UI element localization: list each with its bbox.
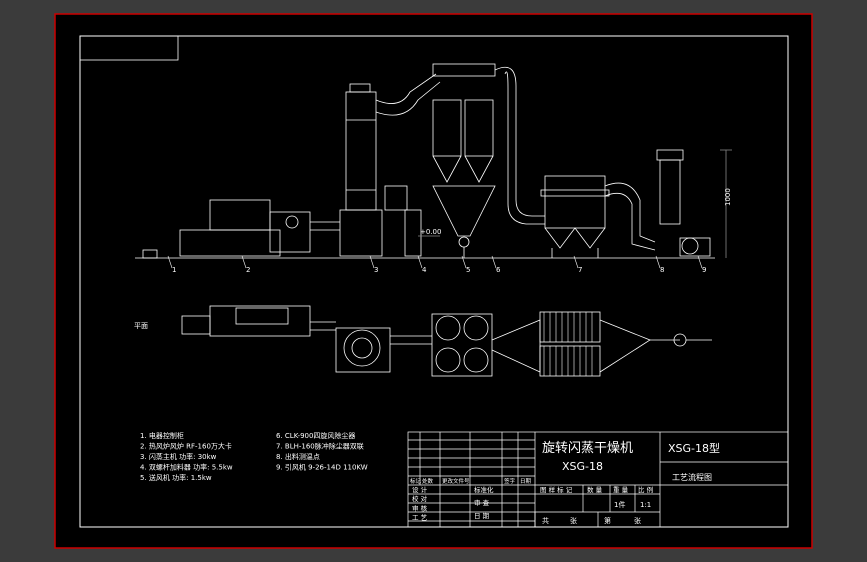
tb-row-label: 签字 [504, 477, 516, 485]
legend-item: 4. 双螺杆加料器 功率: 5.5kw [140, 463, 233, 472]
legend-item: 9. 引风机 9-26-14D 110KW [276, 463, 368, 472]
callout-leader [461, 255, 467, 269]
tb-header: 图 样 标 记 [540, 485, 573, 494]
title-block-row-labels: 标记处数更改文件号 签字日期 [410, 477, 532, 485]
tb-header: 数 量 [587, 485, 603, 494]
callout-number: 3 [374, 266, 378, 274]
callout-number: 6 [496, 266, 501, 274]
tb-left-row: 审 核 [412, 503, 428, 512]
callout-number: 9 [702, 266, 706, 274]
level-annotation: +0.00 [420, 228, 441, 236]
legend-item: 5. 送风机 功率: 1.5kw [140, 473, 212, 482]
legend-item: 2. 热风炉风炉 RF-160万大卡 [140, 442, 232, 451]
title-block-right-headers: 图 样 标 记数 量重 量比 例 [540, 485, 653, 494]
drawing-name: 工艺流程图 [672, 472, 712, 482]
callout-number: 1 [172, 266, 176, 274]
drawing-quantity: 1件 [614, 500, 625, 509]
callout-leader [241, 255, 247, 269]
tb-mid-row: 审 查 [474, 498, 490, 507]
drawing-title: 旋转闪蒸干燥机 [542, 441, 633, 456]
sheet-no: 第 [604, 516, 611, 525]
title-block [407, 431, 789, 528]
plan-view [181, 305, 712, 377]
title-block-left-rows: 设 计校 对审 核工 艺 [412, 485, 428, 522]
plan-tag: 平面 [134, 322, 148, 330]
legend-item: 7. BLH-160脉冲除尘器双联 [276, 442, 364, 451]
filter-hatch [543, 312, 593, 376]
tb-row-label: 标记 [410, 477, 422, 485]
sheets-total: 共 [542, 516, 549, 525]
tb-header: 重 量 [613, 486, 629, 494]
model-label: XSG-18型 [668, 441, 720, 455]
tb-mid-row: 标准化 [474, 485, 494, 494]
callout-number: 5 [466, 266, 470, 274]
legend-item: 8. 出料测温点 [276, 452, 320, 461]
tb-left-row: 工 艺 [412, 514, 428, 522]
callout-leader [655, 255, 661, 269]
callout-leader [369, 255, 375, 269]
outer-border [54, 13, 813, 549]
callout-group: 1 2 3 4 5 6 7 8 9 [167, 255, 706, 274]
tb-row-label: 更改文件号 [442, 477, 470, 485]
elevation-view [135, 63, 732, 259]
callout-number: 7 [578, 266, 582, 274]
tb-mid-row: 日 期 [474, 512, 490, 520]
drawing-model: XSG-18 [562, 460, 603, 473]
callout-leader [167, 255, 173, 269]
corner-box [79, 35, 179, 61]
callout-leader [491, 255, 497, 269]
callout-number: 8 [660, 266, 664, 274]
dim-label: 1000 [724, 188, 732, 206]
drawing-scale: 1:1 [640, 501, 651, 509]
callout-number: 2 [246, 266, 250, 274]
callout-leader [417, 255, 423, 269]
legend-item: 1. 电器控制柜 [140, 431, 184, 440]
callout-leader [697, 255, 703, 269]
sheet-zhang: 张 [634, 516, 641, 525]
tb-left-row: 校 对 [412, 494, 428, 503]
legend-item: 6. CLK-900四旋风除尘器 [276, 431, 355, 440]
sheets-zhang: 张 [570, 516, 577, 525]
tb-row-label: 日期 [520, 478, 532, 485]
tb-left-row: 设 计 [412, 485, 428, 494]
tb-row-label: 处数 [422, 477, 434, 485]
legend-item: 3. 闪蒸主机 功率: 30kw [140, 452, 217, 461]
tb-header: 比 例 [638, 485, 653, 494]
callout-number: 4 [422, 266, 427, 274]
callout-leader [573, 255, 579, 269]
